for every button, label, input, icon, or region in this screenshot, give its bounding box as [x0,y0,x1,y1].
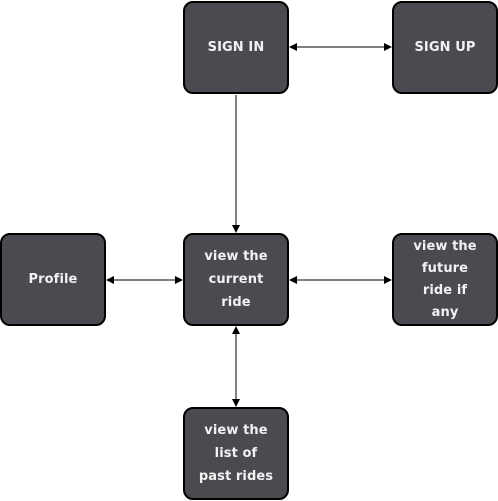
past-rides-label: view the list of past rides [199,419,273,488]
future-ride-line-3: ride if [422,282,468,298]
future-ride-label: view the future ride if any [413,236,476,324]
past-rides-line-1: view the [204,423,268,438]
past-rides-line-2: list of [214,446,258,461]
current-ride-line-1: view the [204,249,268,264]
sign-in-node: SIGN IN [183,1,289,94]
sign-up-node: SIGN UP [392,1,498,94]
future-ride-line-1: view the [413,238,477,254]
current-ride-line-2: current [208,272,264,287]
future-ride-line-2: future [421,260,469,276]
profile-label: Profile [28,272,78,287]
profile-node: Profile [0,233,106,326]
sign-in-label: SIGN IN [207,40,265,55]
past-rides-line-3: past rides [198,469,274,484]
future-ride-node: view the future ride if any [392,233,498,326]
sign-up-label: SIGN UP [414,40,476,55]
current-ride-label: view the current ride [204,245,267,314]
future-ride-line-4: any [431,304,459,320]
current-ride-line-3: ride [221,295,251,310]
past-rides-node: view the list of past rides [183,407,289,500]
current-ride-node: view the current ride [183,233,289,326]
